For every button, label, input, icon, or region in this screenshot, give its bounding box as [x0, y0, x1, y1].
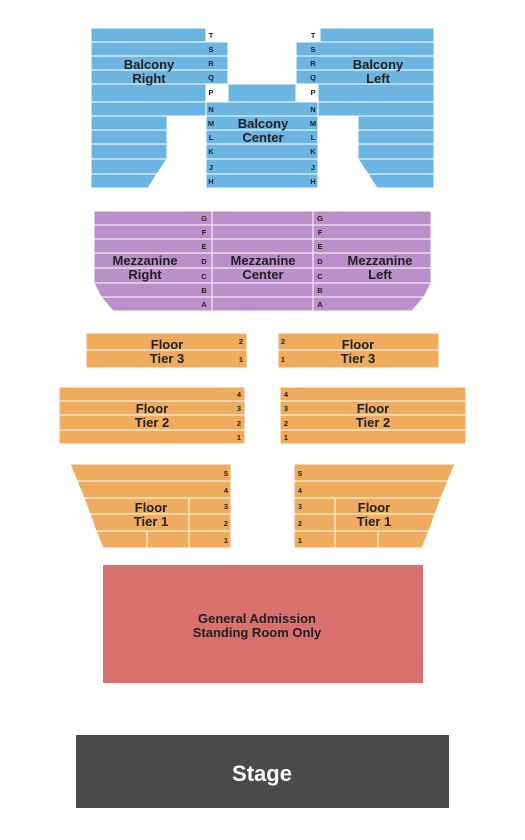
balcony-row-label: M — [310, 119, 316, 128]
mezzanine-center-line1: Mezzanine — [230, 253, 295, 268]
floor-tier2-row-label: 2 — [237, 419, 241, 428]
mezzanine-row-label: C — [201, 272, 207, 281]
general-admission-line2: Standing Room Only — [193, 625, 322, 640]
balcony-row-label: R — [208, 59, 214, 68]
floor-tier1-row-label: 1 — [224, 536, 228, 545]
balcony-row-label: P — [310, 88, 315, 97]
stage-label: Stage — [232, 761, 292, 786]
general-admission-line1: General Admission — [198, 611, 316, 626]
floor-tier2-row-label: 2 — [284, 419, 288, 428]
mezzanine-row-label: G — [317, 214, 323, 223]
floor-tier1-row-label: 2 — [298, 519, 302, 528]
mezzanine-row-label: G — [201, 214, 207, 223]
floor-tier2-row-label: 3 — [284, 404, 288, 413]
balcony-row-label: R — [310, 59, 316, 68]
balcony-right-line1: Balcony — [124, 57, 175, 72]
mezzanine-row-label: E — [317, 242, 322, 251]
floor-tier2-left-line1: Floor — [136, 401, 169, 416]
floor-tier3-row-label: 2 — [239, 337, 243, 346]
floor-tier1-left-line2: Tier 1 — [134, 514, 168, 529]
floor-tier3-right-line1: Floor — [342, 337, 375, 352]
stage — [76, 735, 449, 808]
mezzanine-center-line2: Center — [242, 267, 283, 282]
balcony-row-label: L — [209, 133, 214, 142]
floor-tier3-left-line2: Tier 3 — [150, 351, 184, 366]
floor-tier1-right-line2: Tier 1 — [357, 514, 391, 529]
mezzanine-row-label: D — [317, 257, 323, 266]
floor-tier1-row-label: 5 — [298, 469, 302, 478]
floor-tier3-row-label: 1 — [281, 355, 285, 364]
balcony-row-label: Q — [310, 73, 316, 82]
floor-tier2-row-label: 1 — [284, 433, 288, 442]
floor-tier3-left-section[interactable] — [85, 332, 248, 369]
floor-tier2-row-label: 1 — [237, 433, 241, 442]
balcony-row-label: K — [310, 147, 316, 156]
floor-tier2-row-label: 4 — [284, 390, 289, 399]
mezzanine-row-label: A — [201, 300, 207, 309]
floor-tier3-row-label: 2 — [281, 337, 285, 346]
balcony-row-label: Q — [208, 73, 214, 82]
floor-tier1-right-section[interactable] — [293, 463, 456, 549]
balcony-row-label: N — [310, 105, 315, 114]
balcony-row-label: H — [310, 177, 315, 186]
balcony-right-line2: Right — [132, 71, 166, 86]
balcony-row-label: H — [208, 177, 213, 186]
balcony-center-line2: Center — [242, 130, 283, 145]
floor-tier3-right-section[interactable] — [277, 332, 440, 369]
balcony-right-section[interactable] — [90, 27, 229, 189]
floor-tier2-left-line2: Tier 2 — [135, 415, 169, 430]
floor-tier1-row-label: 4 — [224, 486, 229, 495]
balcony-row-label: L — [311, 133, 316, 142]
mezzanine-row-label: D — [201, 257, 207, 266]
mezzanine-section[interactable] — [93, 210, 432, 312]
balcony-row-label: S — [208, 45, 213, 54]
mezzanine-row-label: F — [202, 228, 207, 237]
floor-tier2-row-label: 3 — [237, 404, 241, 413]
floor-tier2-right-line1: Floor — [357, 401, 390, 416]
floor-tier2-right-section[interactable] — [279, 386, 467, 445]
floor-tier1-left-line1: Floor — [135, 500, 168, 515]
balcony-row-label: J — [209, 163, 213, 172]
floor-tier2-left-section[interactable] — [58, 386, 246, 445]
floor-tier1-row-label: 3 — [224, 502, 228, 511]
balcony-left-line2: Left — [366, 71, 391, 86]
floor-tier2-row-label: 4 — [237, 390, 242, 399]
mezzanine-row-label: C — [317, 272, 323, 281]
balcony-row-label: P — [208, 88, 213, 97]
floor-tier3-right-line2: Tier 3 — [341, 351, 375, 366]
balcony-left-line1: Balcony — [353, 57, 404, 72]
mezzanine-row-label: A — [317, 300, 323, 309]
floor-tier1-row-label: 3 — [298, 502, 302, 511]
floor-tier1-left-section[interactable] — [69, 463, 232, 549]
floor-tier2-right-line2: Tier 2 — [356, 415, 390, 430]
floor-tier3-left-line1: Floor — [151, 337, 184, 352]
balcony-row-label: T — [209, 31, 214, 40]
mezzanine-left-line1: Mezzanine — [347, 253, 412, 268]
mezzanine-row-label: B — [317, 286, 323, 295]
mezzanine-row-label: F — [318, 228, 323, 237]
balcony-center-section[interactable] — [205, 83, 319, 189]
mezzanine-row-label: E — [201, 242, 206, 251]
floor-tier3-row-label: 1 — [239, 355, 243, 364]
balcony-row-label: K — [208, 147, 214, 156]
balcony-center-line1: Balcony — [238, 116, 289, 131]
mezzanine-row-label: B — [201, 286, 207, 295]
balcony-row-label: N — [208, 105, 213, 114]
floor-tier1-row-label: 2 — [224, 519, 228, 528]
mezzanine-right-line1: Mezzanine — [112, 253, 177, 268]
general-admission-section[interactable] — [103, 565, 423, 683]
balcony-row-label: T — [311, 31, 316, 40]
floor-tier1-row-label: 4 — [298, 486, 303, 495]
balcony-row-label: M — [208, 119, 214, 128]
balcony-left-section[interactable] — [295, 27, 435, 189]
balcony-row-label: J — [311, 163, 315, 172]
floor-tier1-row-label: 5 — [224, 469, 228, 478]
balcony-row-label: S — [310, 45, 315, 54]
floor-tier1-right-line1: Floor — [358, 500, 391, 515]
mezzanine-right-line2: Right — [128, 267, 162, 282]
floor-tier1-row-label: 1 — [298, 536, 302, 545]
mezzanine-left-line2: Left — [368, 267, 393, 282]
